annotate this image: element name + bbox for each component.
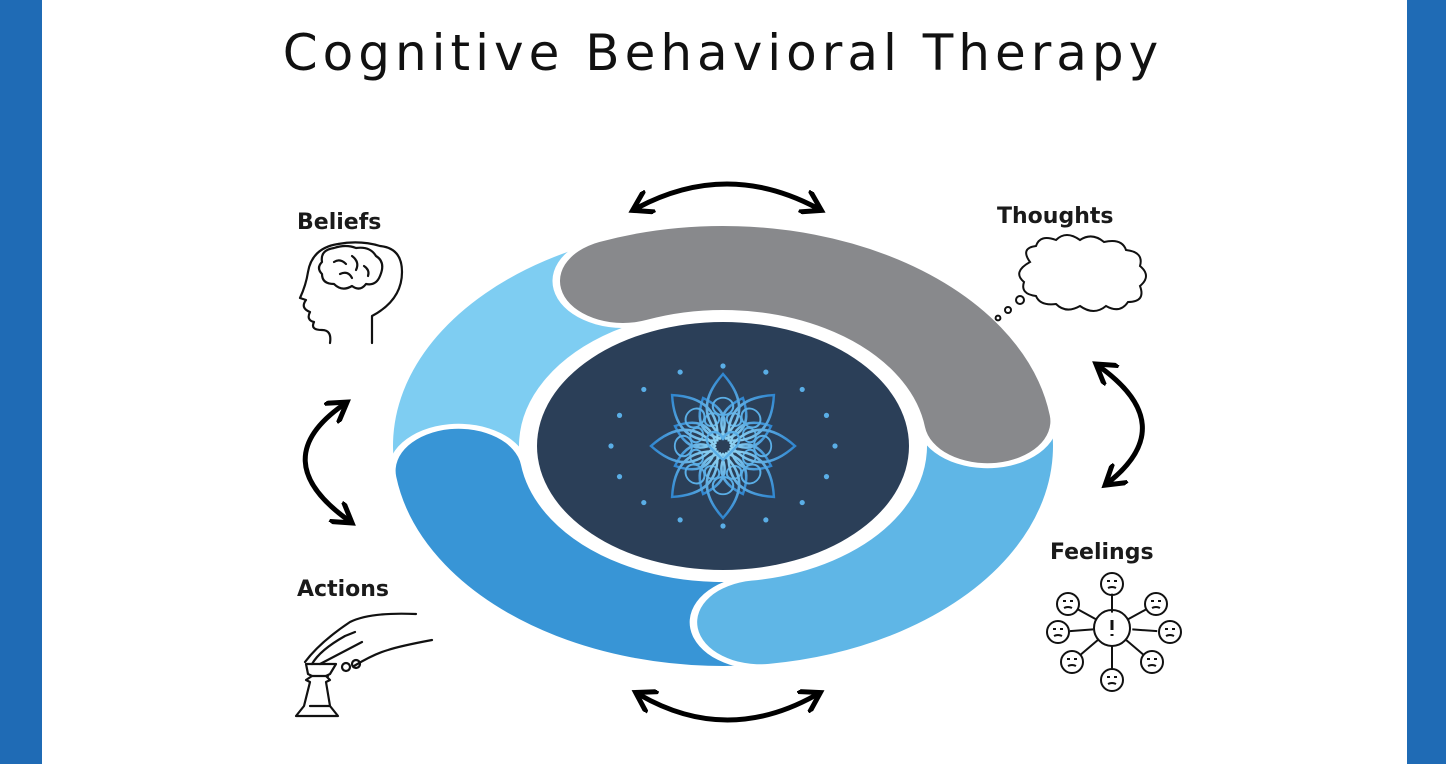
left-border bbox=[0, 0, 42, 764]
hand-chess-piece-icon bbox=[294, 612, 434, 718]
label-actions: Actions bbox=[297, 577, 389, 602]
arrow-beliefs-thoughts bbox=[637, 181, 817, 208]
label-thoughts: Thoughts bbox=[997, 204, 1114, 229]
lotus-mandala-icon bbox=[608, 363, 838, 529]
emotions-icon bbox=[1046, 572, 1182, 692]
page-title: Cognitive Behavioral Therapy bbox=[282, 24, 1164, 82]
center-disc bbox=[537, 322, 909, 570]
right-border bbox=[1407, 0, 1446, 764]
label-beliefs: Beliefs bbox=[297, 210, 382, 235]
ring bbox=[385, 221, 1061, 671]
head-brain-icon bbox=[298, 241, 404, 345]
segment-thoughts bbox=[559, 226, 1051, 464]
arrow-feelings-actions bbox=[640, 695, 816, 723]
thought-cloud-icon bbox=[994, 234, 1147, 322]
arrow-thoughts-feelings bbox=[1100, 367, 1145, 482]
arrow-actions-beliefs bbox=[302, 405, 348, 520]
label-feelings: Feelings bbox=[1050, 540, 1154, 565]
